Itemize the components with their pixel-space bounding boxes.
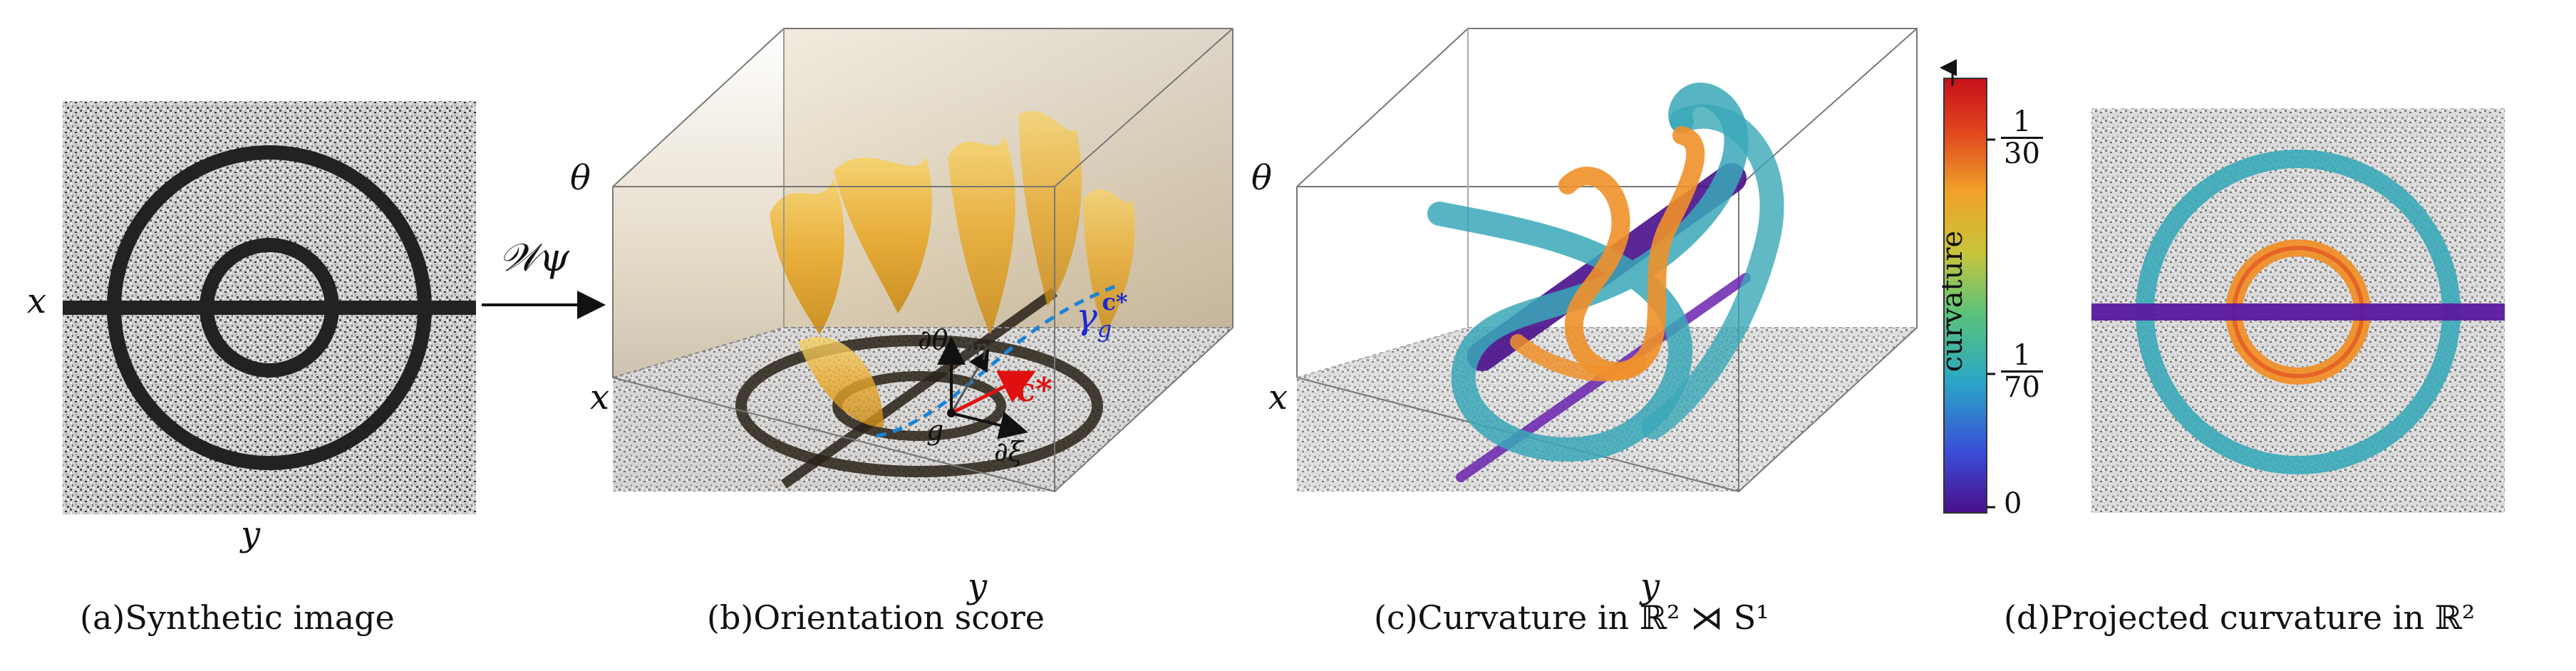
label-d-xi: ∂ξ bbox=[994, 436, 1023, 467]
label-d-theta: ∂θ bbox=[918, 324, 948, 355]
panel-a-axis-x: x bbox=[27, 281, 47, 321]
label-gamma: γgc* bbox=[1076, 288, 1128, 343]
panel-a-caption: (a)Synthetic image bbox=[80, 598, 395, 637]
panel-b-axis-theta: θ bbox=[570, 158, 591, 198]
label-c-star: c* bbox=[1015, 370, 1053, 409]
colorbar bbox=[1940, 59, 1995, 514]
panel-c-axis-y: y bbox=[1640, 566, 1660, 606]
panel-d-projected-curvature bbox=[2091, 108, 2505, 513]
panel-b-caption: (b)Orientation score bbox=[707, 598, 1045, 637]
panel-b-axis-x: x bbox=[590, 378, 610, 417]
panel-b-axis-y: y bbox=[968, 566, 988, 606]
panel-a-axis-y: y bbox=[241, 514, 261, 554]
panel-a-image bbox=[63, 101, 476, 514]
panel-c-axis-x: x bbox=[1268, 378, 1288, 417]
colorbar-tick-0: 0 bbox=[2004, 487, 2022, 520]
operator-label: 𝒲ψ bbox=[499, 235, 569, 280]
panel-c-curvature-lift bbox=[1296, 28, 1918, 493]
panel-c-caption: (c)Curvature in ℝ² ⋊ S¹ bbox=[1374, 598, 1769, 637]
panel-c-axis-theta: θ bbox=[1251, 158, 1272, 198]
panel-b-orientation-score bbox=[612, 28, 1233, 493]
label-d-eta: ∂η bbox=[963, 336, 988, 361]
label-g: g bbox=[926, 415, 944, 446]
colorbar-label: curvature bbox=[1936, 230, 1969, 373]
panel-d-caption: (d)Projected curvature in ℝ² bbox=[2004, 598, 2476, 637]
